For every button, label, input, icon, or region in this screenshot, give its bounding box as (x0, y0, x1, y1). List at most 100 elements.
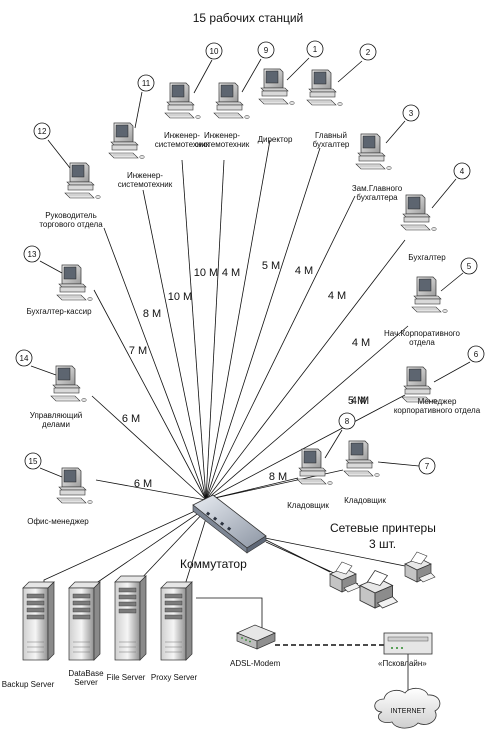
workstation-number: 8 (345, 417, 350, 426)
workstation-number: 3 (409, 109, 414, 118)
callout-pointer (39, 260, 63, 274)
link-proxy-modem (196, 597, 263, 628)
printer-2[interactable] (358, 570, 399, 609)
callout-circle (137, 74, 155, 92)
computer-icon (56, 467, 93, 504)
link-speed: 4 М (222, 267, 240, 279)
workstation-number: 10 (210, 47, 219, 56)
callout-pointer (39, 467, 63, 478)
computer-icon (306, 69, 343, 106)
server-tower-icon (22, 581, 55, 661)
printer-3[interactable] (404, 551, 436, 583)
callout-pointer (431, 178, 457, 209)
link-ws-14 (91, 395, 207, 501)
workstation-label: Бухгалтер-кассир (26, 307, 92, 316)
callout-circle (338, 412, 356, 430)
callout-circle (418, 457, 436, 475)
computer-icon (343, 440, 380, 477)
workstation-number: 7 (425, 462, 430, 471)
callout-pointer (337, 60, 363, 83)
modem-label: ADSL-Modem (230, 659, 281, 668)
switch-label: Коммутатор (180, 557, 247, 571)
workstation-number: 11 (142, 79, 151, 88)
internet-label: INTERNET (391, 708, 427, 715)
computer-icon (164, 82, 201, 119)
workstation-number: 5 (467, 262, 472, 271)
adsl-modem[interactable] (236, 624, 276, 650)
link-speed: 5 М (348, 395, 366, 407)
computer-icon (355, 133, 392, 170)
workstation-label: Инженер-системотехник (155, 131, 210, 149)
workstation-label: Инженер-системотехник (195, 131, 250, 149)
computer-icon (213, 82, 250, 119)
callout-circle (205, 42, 223, 60)
link-speed: 4 М (352, 337, 370, 349)
callout-pointer (440, 272, 464, 292)
link-ws-1 (205, 139, 271, 501)
callout-circle (306, 40, 324, 58)
workstation-label: Бухгалтер (408, 253, 446, 262)
link-speed: 4 М (351, 395, 369, 407)
link-server-2 (91, 507, 207, 587)
callout-circle (402, 104, 420, 122)
link-speed: 8 М (269, 471, 287, 483)
callout-pointer (134, 91, 143, 129)
network-switch[interactable] (192, 494, 267, 554)
callout-circle (23, 245, 41, 263)
workstation-number: 1 (313, 45, 318, 54)
link-speed: 10 М (168, 291, 192, 303)
workstation-number: 9 (264, 46, 269, 55)
workstation-number: 4 (460, 167, 465, 176)
callout-pointer (241, 58, 262, 93)
computer-icon (401, 366, 438, 403)
link-ws-4 (205, 239, 406, 501)
callout-pointer (385, 120, 406, 144)
server-tower-icon (68, 581, 101, 661)
link-ws-9 (205, 159, 225, 501)
server-3[interactable]: File Server (107, 575, 147, 682)
printers-title: Сетевые принтеры (330, 521, 436, 535)
callout-pointer (377, 461, 420, 467)
link-server-4 (183, 511, 209, 589)
server-1[interactable]: Backup Server (2, 581, 55, 689)
link-ws-10 (181, 159, 207, 501)
workstation-number: 2 (366, 48, 371, 57)
printer-1[interactable] (329, 561, 361, 593)
link-ws-12 (103, 227, 207, 501)
link-ws-5 (205, 325, 409, 501)
callout-circle (467, 345, 485, 363)
computer-icon (50, 365, 87, 402)
server-tower-icon (114, 575, 147, 661)
provider-router[interactable] (383, 632, 433, 655)
printer-icon (329, 561, 361, 593)
diagram-title: 15 рабочих станций (193, 11, 304, 25)
callout-circle (33, 122, 51, 140)
network-printers (329, 551, 436, 609)
server-4[interactable]: Proxy Server (151, 581, 198, 682)
link-ws-8 (205, 477, 299, 501)
link-speed: 8 М (143, 308, 161, 320)
printer-icon (358, 570, 399, 609)
link-ws-13 (93, 289, 207, 501)
